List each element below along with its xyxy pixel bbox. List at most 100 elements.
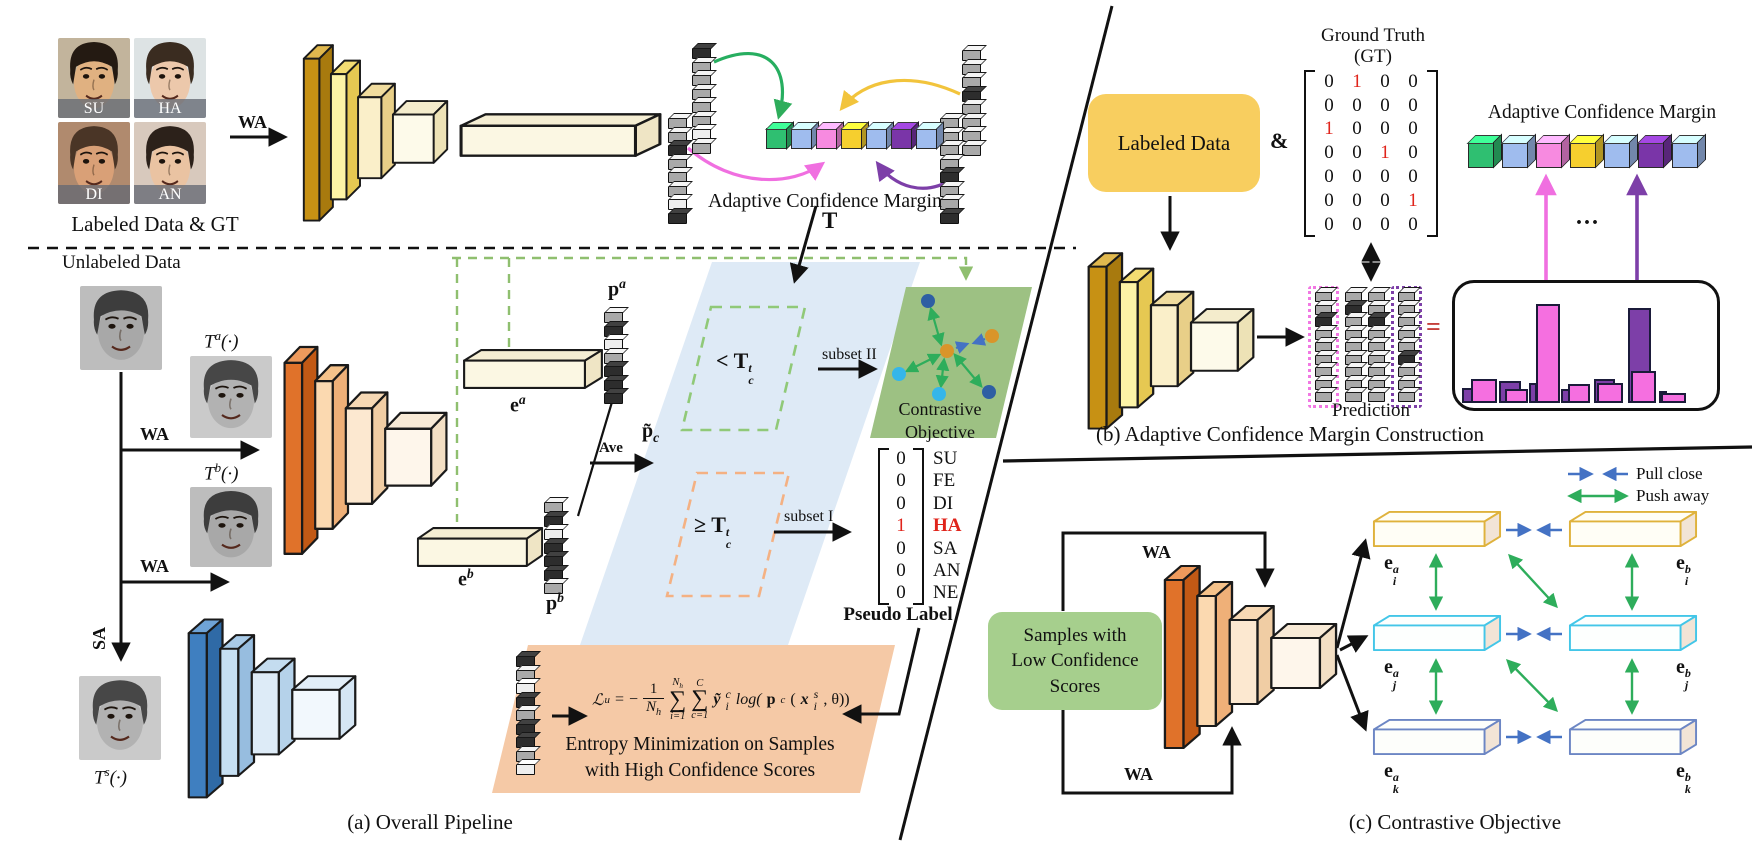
unlabeled-data-label: Unlabeled Data bbox=[62, 252, 181, 273]
feature-vector-bar bbox=[416, 527, 544, 567]
feature-vector-bar bbox=[1372, 718, 1502, 756]
embedding-box-ia bbox=[1372, 510, 1502, 548]
cnn-blue-bottom bbox=[182, 598, 362, 813]
prediction-stacks bbox=[1308, 286, 1422, 408]
prediction-label: Prediction bbox=[1331, 400, 1411, 421]
acm-title-b: Adaptive Confidence Margin bbox=[1487, 102, 1717, 123]
feature-vector-bar bbox=[1568, 510, 1698, 548]
labeled-data-caption: Labeled Data & GT bbox=[71, 212, 239, 236]
ave-label: Ave bbox=[599, 440, 623, 456]
embedding-b-label: eb bbox=[458, 566, 474, 591]
embedding-box-kb bbox=[1568, 718, 1698, 756]
ampersand: & bbox=[1270, 128, 1289, 153]
panel-separator-horizontal bbox=[1002, 445, 1753, 463]
histogram-bar bbox=[1568, 384, 1590, 403]
histogram-bar bbox=[1505, 389, 1528, 403]
histogram-bar bbox=[1597, 383, 1623, 403]
prob-stack-left-2 bbox=[668, 118, 687, 224]
feature-vector-bar bbox=[463, 349, 603, 389]
pseudo-label-caption: Pseudo Label bbox=[843, 604, 953, 625]
wa-label-3: WA bbox=[140, 556, 170, 576]
panel-c-caption: (c) Contrastive Objective bbox=[1348, 810, 1562, 834]
labeled-data-box: Labeled Data bbox=[1088, 94, 1260, 192]
aug-face-s bbox=[79, 676, 161, 760]
gt-title: Ground Truth(GT) bbox=[1321, 25, 1425, 67]
embedding-bar-b bbox=[416, 526, 544, 568]
cnn-network-icon bbox=[1163, 565, 1338, 749]
face-label-di: DI bbox=[58, 185, 130, 204]
prob-stack-right-1 bbox=[962, 50, 981, 156]
face-label-ha: HA bbox=[134, 99, 206, 118]
legend-push-away: Push away bbox=[1636, 486, 1710, 505]
prob-stack-ps bbox=[516, 656, 535, 775]
threshold-region bbox=[580, 262, 920, 645]
panel-b-caption: (b) Adaptive Confidence Margin Construct… bbox=[1095, 422, 1485, 446]
acm-cube-row-a bbox=[766, 128, 937, 149]
feature-vector-bar bbox=[1568, 614, 1698, 652]
histogram-bar bbox=[1661, 393, 1686, 403]
avg-prob-label: p̃c bbox=[642, 420, 660, 445]
embedding-bar-a bbox=[462, 348, 604, 390]
face-image bbox=[190, 487, 272, 567]
legend-pull-close: Pull close bbox=[1636, 464, 1703, 483]
prob-stack-pb bbox=[544, 502, 563, 594]
prob-stack-pa bbox=[604, 312, 623, 404]
face-label-an: AN bbox=[134, 185, 206, 204]
panel-a-caption: (a) Overall Pipeline bbox=[347, 810, 513, 834]
feature-vector-bar bbox=[1568, 718, 1698, 756]
entropy-note-line2: with High Confidence Scores bbox=[584, 760, 816, 781]
feature-vector-bar bbox=[1372, 614, 1502, 652]
embedding-box-ib bbox=[1568, 510, 1698, 548]
prob-b-label: pb bbox=[546, 590, 564, 615]
cnn-orange-c bbox=[1158, 544, 1343, 764]
labeled-face-su: SU bbox=[58, 38, 130, 118]
wa-label-c-bottom: WA bbox=[1124, 764, 1154, 784]
subset-ii-label: subset II bbox=[822, 346, 877, 363]
transform-a-label: Ta(·) bbox=[204, 328, 239, 353]
face-label-su: SU bbox=[58, 99, 130, 118]
histogram-bar bbox=[1471, 379, 1497, 403]
cnn-network-icon bbox=[1087, 252, 1255, 430]
cnn-orange-mid bbox=[278, 322, 453, 572]
histogram-bar bbox=[1631, 371, 1656, 403]
cnn-gold-top bbox=[298, 24, 453, 236]
threshold-T-label: T bbox=[822, 208, 838, 233]
subset-i-label: subset I bbox=[784, 508, 834, 525]
face-image bbox=[79, 676, 161, 760]
wa-label-2: WA bbox=[140, 424, 170, 444]
embedding-box-ka bbox=[1372, 718, 1502, 756]
feature-bar-top bbox=[458, 112, 663, 158]
embedding-a-label: ea bbox=[510, 392, 526, 417]
feature-vector-bar bbox=[1372, 510, 1502, 548]
legend-glyphs bbox=[1567, 466, 1629, 504]
aug-face-b bbox=[190, 487, 272, 567]
sa-label: SA bbox=[89, 626, 110, 651]
face-image bbox=[190, 356, 272, 438]
prob-stack-right-2 bbox=[940, 118, 959, 224]
cnn-network-icon bbox=[302, 44, 449, 222]
prob-a-label: pa bbox=[608, 276, 626, 301]
acm-cube-row-b bbox=[1468, 142, 1698, 168]
transform-s-label: Ts(·) bbox=[94, 764, 128, 789]
wa-label-1: WA bbox=[238, 112, 268, 132]
equals-sign: = bbox=[1426, 312, 1441, 341]
aug-face-a bbox=[190, 356, 272, 438]
cnn-network-icon bbox=[283, 345, 448, 555]
embedding-box-jb bbox=[1568, 614, 1698, 652]
face-image bbox=[80, 286, 162, 370]
